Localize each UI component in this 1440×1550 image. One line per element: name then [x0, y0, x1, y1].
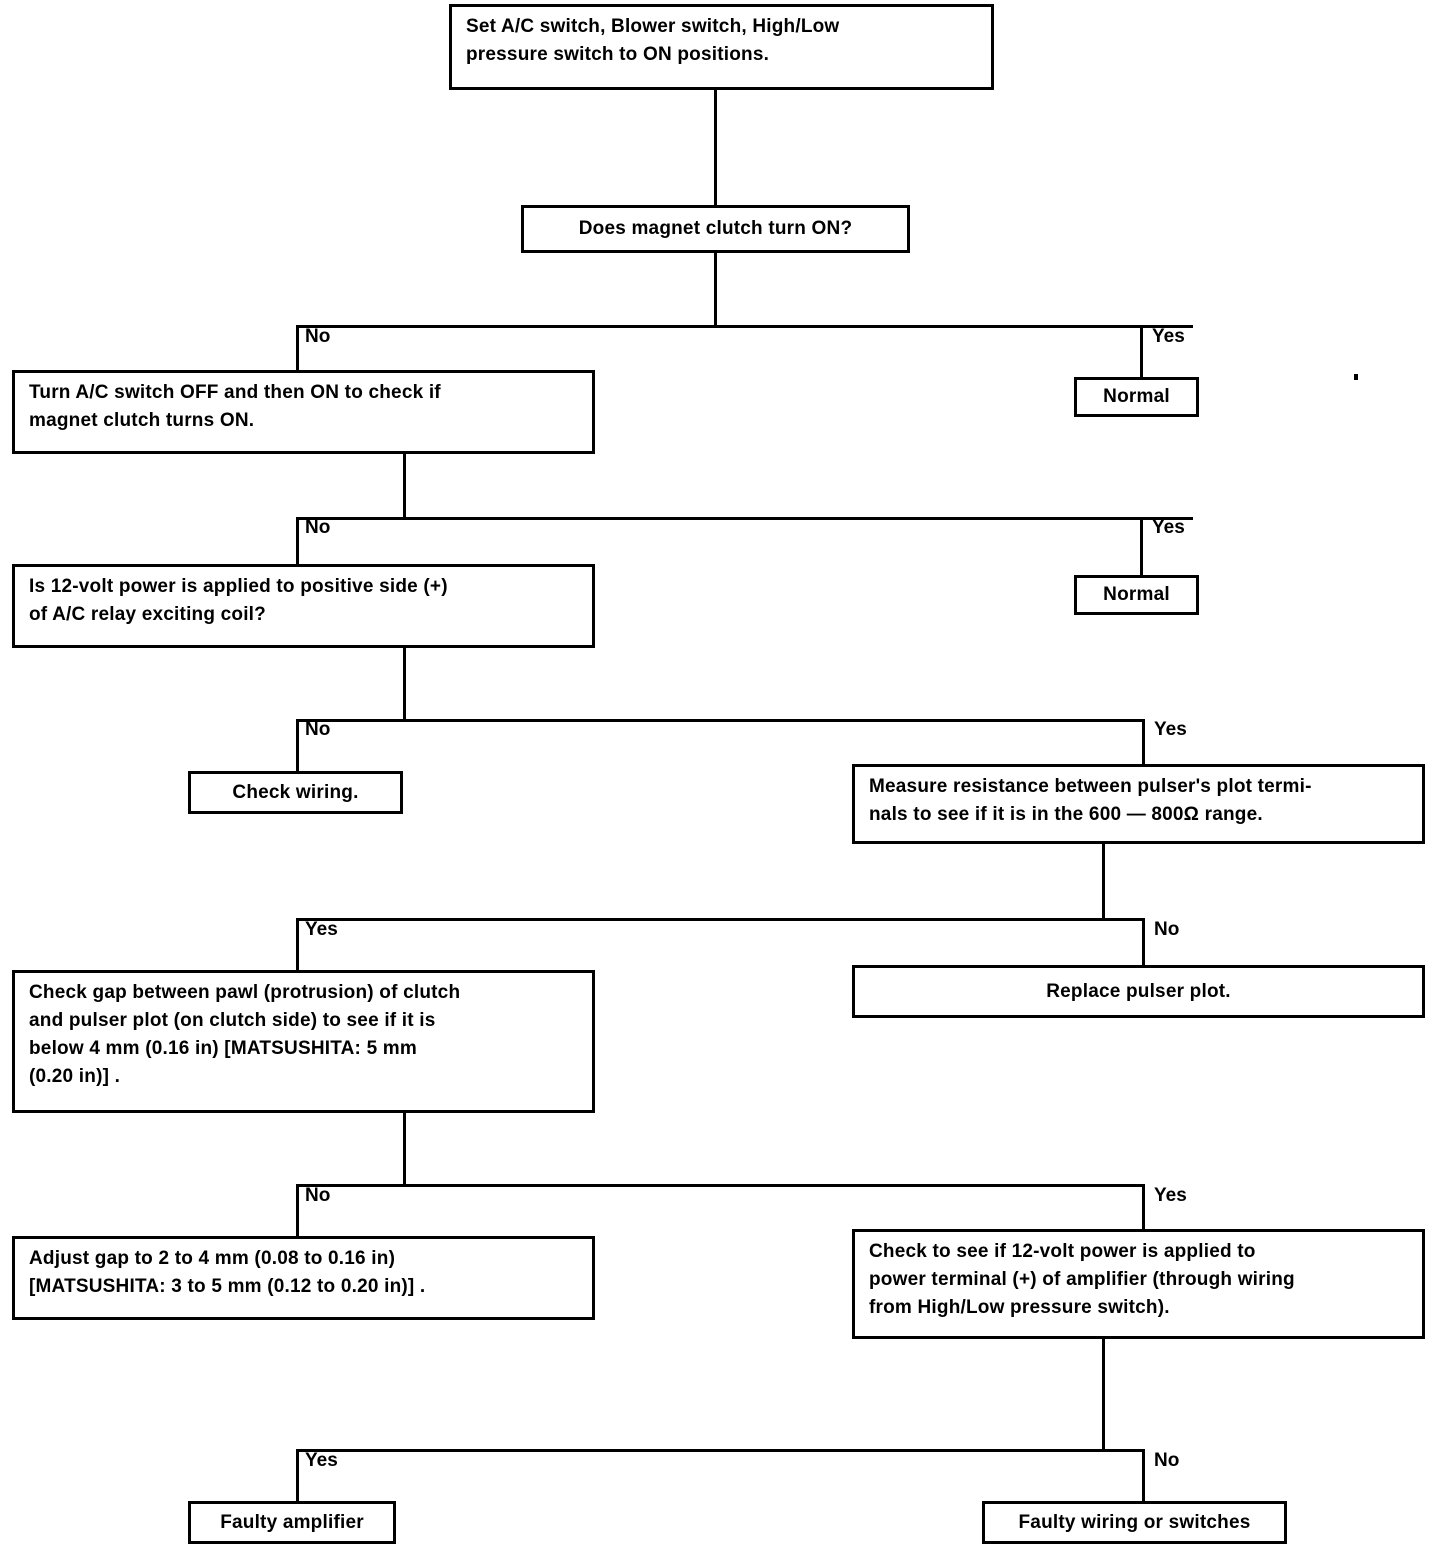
connector-a1-yes-down	[1140, 517, 1143, 575]
bus-q1-split	[296, 325, 1193, 328]
connector-a1-no-down	[296, 517, 299, 564]
scan-artifact-speck	[1354, 374, 1358, 380]
connector-q4-down	[403, 1113, 406, 1186]
connector-q2-down	[403, 648, 406, 721]
branch-label-yes-5: Yes	[1154, 1185, 1187, 1206]
measure-resistance-box: Measure resistance between pulser's plot…	[852, 764, 1425, 844]
connector-q1-yes-down	[1140, 325, 1143, 377]
branch-label-yes-1: Yes	[1152, 326, 1185, 347]
connector-q4-no-down	[296, 1184, 299, 1236]
check-wiring-box: Check wiring.	[188, 771, 403, 814]
connector-q1-down	[714, 253, 717, 327]
check-amplifier-power-box: Check to see if 12-volt power is applied…	[852, 1229, 1425, 1339]
branch-label-no-2: No	[305, 517, 331, 538]
bus-q2-split	[296, 719, 1145, 722]
branch-label-yes-4: Yes	[305, 919, 338, 940]
bus-a1-split	[296, 517, 1193, 520]
bus-q3-split	[296, 918, 1145, 921]
connector-q2-yes-down	[1142, 719, 1145, 764]
connector-q4-yes-down	[1142, 1184, 1145, 1229]
faulty-wiring-box: Faulty wiring or switches	[982, 1501, 1287, 1544]
branch-label-yes-3: Yes	[1154, 719, 1187, 740]
branch-label-no-1: No	[305, 326, 331, 347]
connector-q1-no-down	[296, 325, 299, 370]
check-gap-box: Check gap between pawl (protrusion) of c…	[12, 970, 595, 1113]
connector-q5-yes-down	[296, 1449, 299, 1501]
connector-q5-down	[1102, 1339, 1105, 1451]
branch-label-no-3: No	[305, 719, 331, 740]
replace-pulser-plot-box: Replace pulser plot.	[852, 965, 1425, 1018]
branch-label-no-5: No	[305, 1185, 331, 1206]
connector-a1-down	[403, 454, 406, 519]
connector-q5-no-down	[1142, 1449, 1145, 1501]
branch-label-yes-6: Yes	[305, 1450, 338, 1471]
set-switches-box: Set A/C switch, Blower switch, High/Low …	[449, 4, 994, 90]
connector-q3-yes-down	[296, 918, 299, 970]
faulty-amplifier-box: Faulty amplifier	[188, 1501, 396, 1544]
turn-ac-switch-box: Turn A/C switch OFF and then ON to check…	[12, 370, 595, 454]
normal-result-box-1: Normal	[1074, 377, 1199, 417]
adjust-gap-box: Adjust gap to 2 to 4 mm (0.08 to 0.16 in…	[12, 1236, 595, 1320]
twelve-volt-relay-question-box: Is 12-volt power is applied to positive …	[12, 564, 595, 648]
branch-label-yes-2: Yes	[1152, 517, 1185, 538]
connector-q3-no-down	[1142, 918, 1145, 965]
normal-result-box-2: Normal	[1074, 575, 1199, 615]
connector-q2-no-down	[296, 719, 299, 771]
connector-q3-down	[1102, 844, 1105, 920]
connector-start-to-q1	[714, 90, 717, 205]
magnet-clutch-question-box: Does magnet clutch turn ON?	[521, 205, 910, 253]
bus-q5-split	[296, 1449, 1145, 1452]
branch-label-no-6: No	[1154, 1450, 1180, 1471]
branch-label-no-4: No	[1154, 919, 1180, 940]
bus-q4-split	[296, 1184, 1145, 1187]
